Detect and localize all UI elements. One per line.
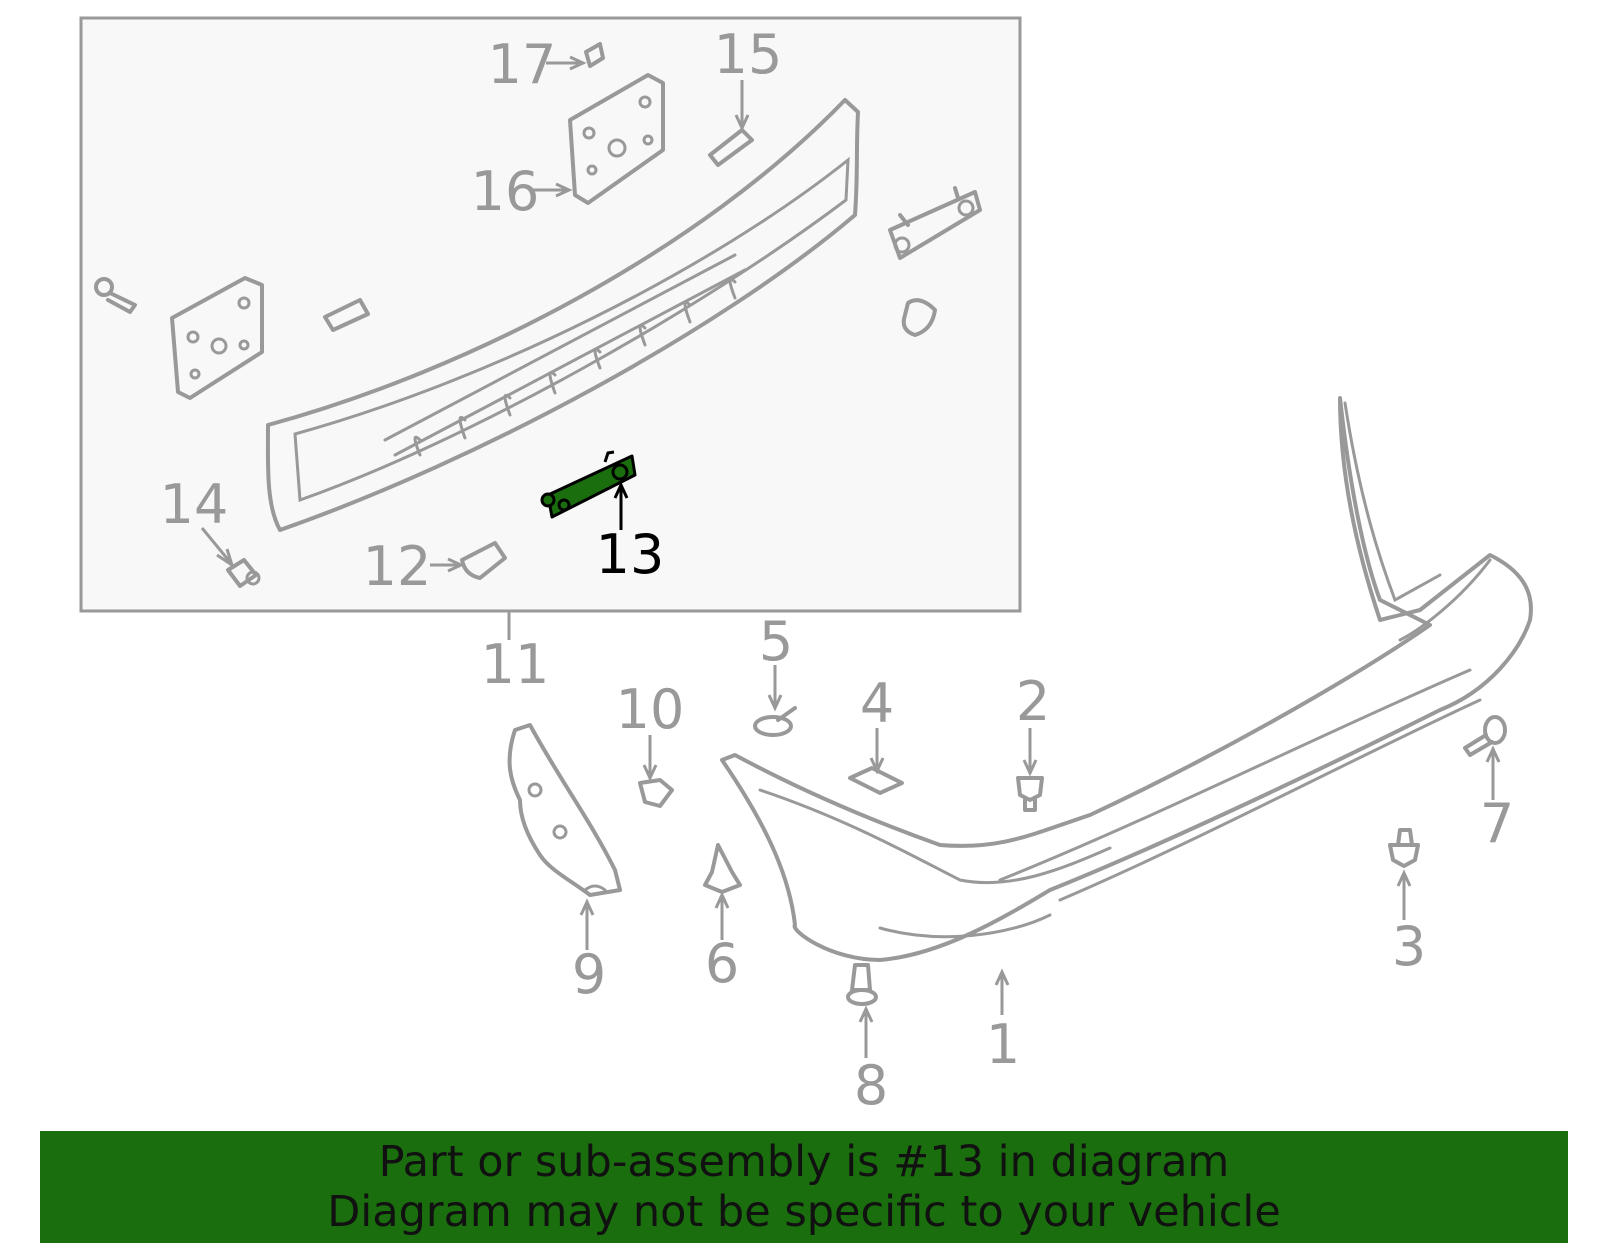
pin-6 [703,843,742,894]
pad-left [323,298,370,332]
pad-15 [708,128,754,167]
callout-14: 14 [160,473,229,536]
grommet [901,298,937,337]
bolt-7 [1463,715,1507,757]
pad-4 [848,766,904,795]
callout-11: 11 [481,633,550,696]
callout-17: 17 [488,33,557,96]
clip-12 [460,541,507,580]
callout-12: 12 [363,535,432,598]
bumper-reinforcement [265,98,860,532]
callout-16: 16 [471,160,540,223]
callout-5: 5 [759,610,793,673]
callout-13: 13 [596,523,665,586]
side-bracket-9 [507,723,622,897]
bolt-left [94,277,137,314]
clip-10 [638,778,674,808]
fastener-2 [1016,776,1044,812]
highlighted-part-13 [540,450,637,519]
upper-mount-bracket [568,73,665,205]
left-mount-bracket [170,276,264,400]
callout-6: 6 [705,932,739,995]
callout-4: 4 [860,672,894,735]
callout-1: 1 [986,1013,1020,1076]
callout-15: 15 [714,23,783,86]
callout-9: 9 [572,943,606,1006]
clip-14 [226,558,261,588]
banner-line-1: Part or sub-assembly is #13 in diagram [378,1137,1230,1187]
callout-8: 8 [854,1054,888,1117]
callout-7: 7 [1480,792,1514,855]
callout-2: 2 [1016,670,1050,733]
notice-banner: Part or sub-assembly is #13 in diagram D… [40,1131,1568,1243]
fastener-3 [1388,828,1420,868]
callout-3: 3 [1392,915,1426,978]
screw-8 [846,963,878,1006]
leader-lines [200,55,1501,1058]
banner-line-2: Diagram may not be specific to your vehi… [327,1187,1281,1237]
bumper-cover [720,396,1533,962]
right-side-bracket [888,186,982,260]
clip-17 [584,42,605,68]
callout-10: 10 [616,678,685,741]
clip-5 [753,706,797,737]
